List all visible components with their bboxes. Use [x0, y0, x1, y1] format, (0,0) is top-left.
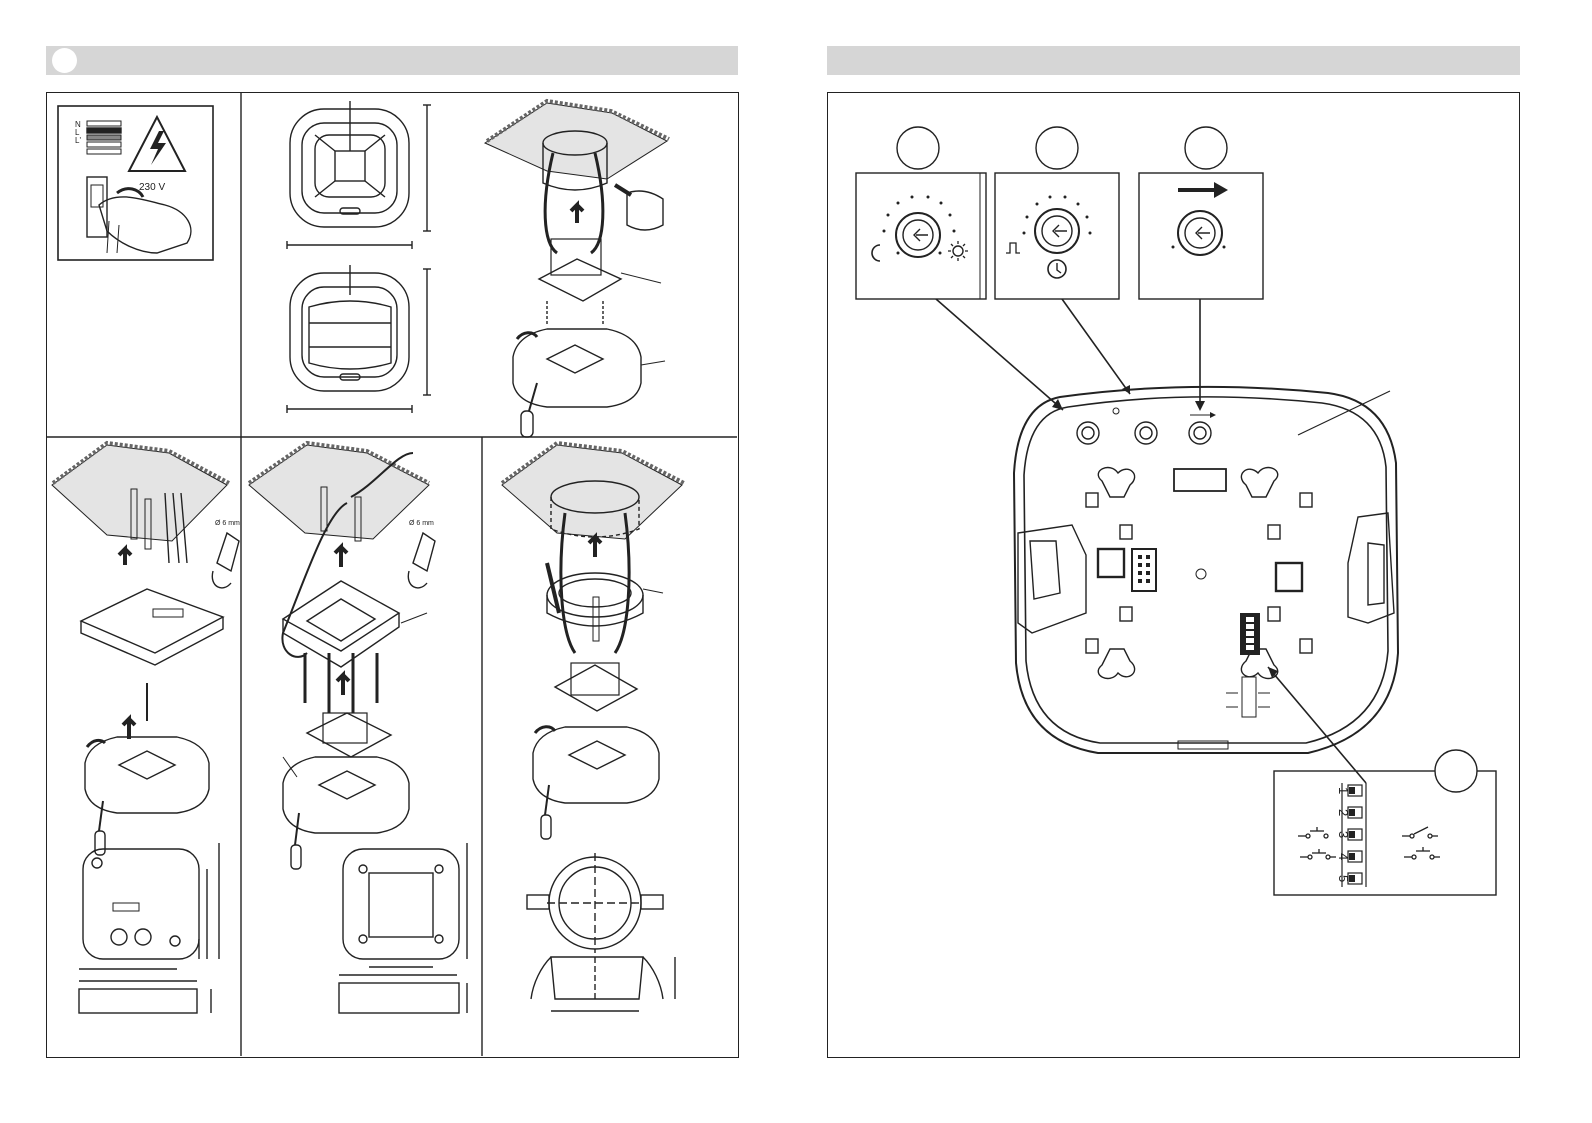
- direction-dial-box: [1139, 173, 1263, 299]
- arrow-right-icon: [1178, 182, 1228, 198]
- clock-icon: [1048, 260, 1066, 278]
- screwdriver-icon: [521, 383, 537, 437]
- surface-mount-assembly: Ø 6 mm: [52, 443, 240, 1013]
- safety-warning-panel: N L L' 230 V: [58, 106, 213, 260]
- step-circle-b: [1036, 127, 1078, 169]
- voltage-label: 230 V: [139, 182, 165, 193]
- dip-position-4: 4: [1336, 853, 1351, 860]
- step-circle-a: [897, 127, 939, 169]
- time-dial-box: [995, 173, 1119, 299]
- drill-note-a: Ø 6 mm: [215, 520, 240, 527]
- cable-mount-assembly: Ø 6 mm: [249, 443, 467, 1013]
- drill-note-b: Ø 6 mm: [409, 520, 434, 527]
- left-page-illustrations: N L L' 230 V: [47, 93, 737, 1056]
- right-page-illustrations: 1 2 3 4 5: [828, 93, 1518, 1056]
- sensor-base-plate: [1014, 387, 1398, 753]
- flush-mount-assembly: [485, 101, 669, 437]
- wire-label-l-prime: L': [75, 136, 81, 145]
- dip-position-2: 2: [1336, 809, 1351, 816]
- moon-icon: [872, 245, 880, 261]
- dip-position-1: 1: [1336, 787, 1351, 794]
- pulse-icon: [1006, 243, 1020, 253]
- step-badge: [52, 48, 77, 73]
- left-header-bar: [46, 46, 738, 75]
- dip-position-5: 5: [1336, 875, 1351, 882]
- left-page-frame: N L L' 230 V: [46, 92, 739, 1058]
- step-circle-c: [1185, 127, 1227, 169]
- dip-position-3: 3: [1336, 831, 1351, 838]
- dip-switch-detail: 1 2 3 4 5: [1274, 750, 1496, 895]
- right-page-frame: 1 2 3 4 5: [827, 92, 1520, 1058]
- right-header-bar: [827, 46, 1520, 75]
- lightning-warning-icon: [129, 117, 185, 171]
- flush-box-assembly: [502, 443, 684, 1011]
- brightness-dial-box: [856, 173, 986, 299]
- sun-icon: [948, 241, 968, 261]
- sensor-top-view-1: [287, 101, 431, 249]
- sensor-top-view-2: [287, 265, 431, 413]
